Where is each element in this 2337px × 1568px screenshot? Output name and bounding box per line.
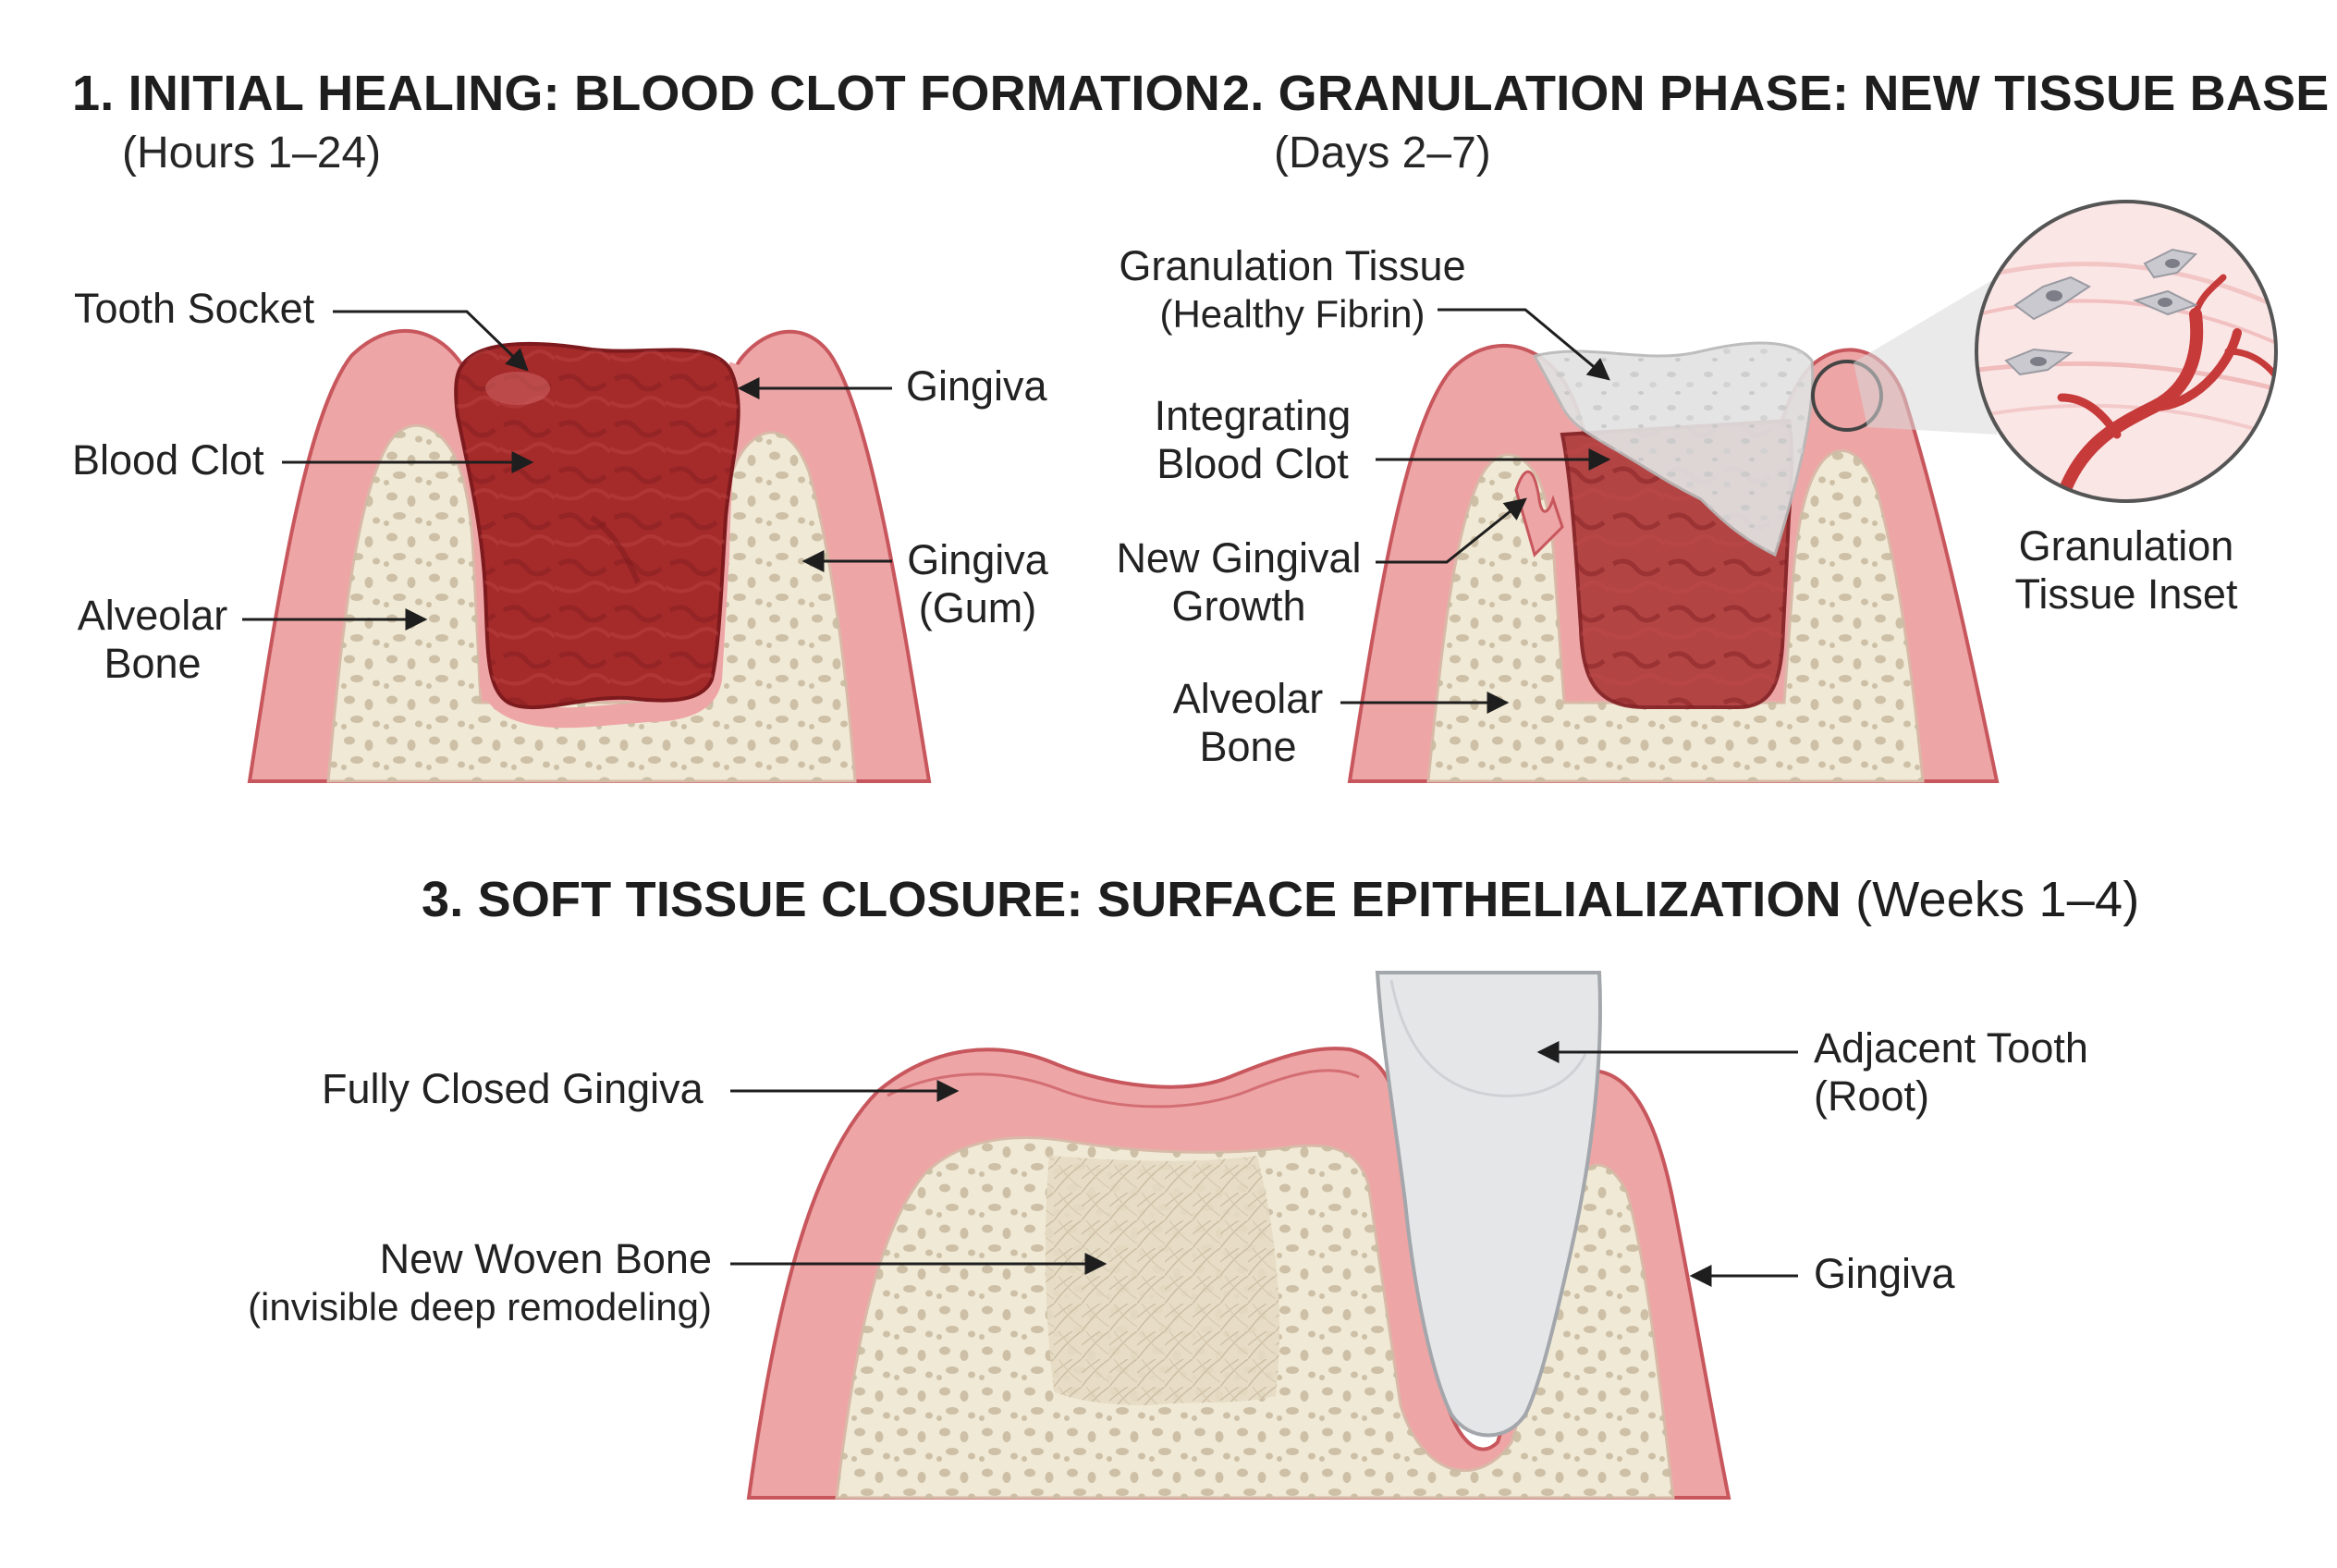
label-gingiva-gum-line2: (Gum): [918, 584, 1037, 631]
label-tooth-socket: Tooth Socket: [74, 285, 315, 332]
label-fully-closed-gingiva: Fully Closed Gingiva: [322, 1065, 704, 1112]
panel3-title: 3. SOFT TISSUE CLOSURE: SURFACE EPITHELI…: [422, 871, 2139, 928]
label-new-woven-bone: New Woven Bone (invisible deep remodelin…: [231, 1235, 712, 1331]
panel3-illustration: [746, 971, 1731, 1500]
panel1-subtitle: (Hours 1–24): [122, 129, 382, 178]
label-integrating-clot: Integrating Blood Clot: [1137, 392, 1368, 488]
label-new-gingival: New Gingival Growth: [1109, 534, 1368, 631]
label-granulation-line2: (Healthy Fibrin): [1159, 292, 1425, 336]
label-alveolar-bone-1-line1: Alveolar: [77, 592, 228, 639]
label-woven-bone-line2: (invisible deep remodeling): [248, 1285, 712, 1329]
panel1-illustration: [247, 328, 932, 783]
label-granulation-line1: Granulation Tissue: [1119, 242, 1466, 289]
label-gingiva-3: Gingiva: [1814, 1250, 1955, 1297]
panel3-adjacent-tooth: [1375, 971, 1602, 1438]
panel2-title: 2. GRANULATION PHASE: NEW TISSUE BASE: [1222, 66, 2330, 121]
panel1-title: 1. INITIAL HEALING: BLOOD CLOT FORMATION: [72, 66, 1220, 121]
label-blood-clot: Blood Clot: [72, 436, 264, 484]
panel2-new-gingival-growth: [1514, 470, 1564, 557]
label-integrating-line1: Integrating: [1154, 392, 1352, 439]
arrow-tooth-socket: [333, 310, 529, 372]
granulation-inset: [1975, 200, 2278, 503]
label-inset-line1: Granulation: [2018, 522, 2234, 570]
label-gingiva-gum-line1: Gingiva: [907, 536, 1048, 583]
label-integrating-line2: Blood Clot: [1156, 440, 1349, 487]
label-gingiva-gum: Gingiva (Gum): [901, 536, 1054, 632]
label-granulation-tissue: Granulation Tissue (Healthy Fibrin): [1107, 242, 1477, 338]
label-alveolar-bone-2: Alveolar Bone: [1160, 675, 1336, 771]
label-adjacent-tooth: Adjacent Tooth (Root): [1814, 1024, 2088, 1121]
label-adjacent-tooth-line2: (Root): [1814, 1072, 1930, 1120]
panel3-title-bold: 3. SOFT TISSUE CLOSURE: SURFACE EPITHELI…: [422, 872, 1841, 927]
label-new-gingival-line2: Growth: [1171, 582, 1306, 630]
label-new-gingival-line1: New Gingival: [1116, 534, 1362, 582]
arrow-granulation: [1438, 308, 1610, 381]
label-gingiva-1: Gingiva: [906, 362, 1047, 410]
label-woven-bone-line1: New Woven Bone: [379, 1235, 712, 1282]
label-alveolar-bone-2-line1: Alveolar: [1172, 675, 1324, 722]
label-alveolar-bone-1-line2: Bone: [104, 640, 202, 687]
leader-lines: [242, 308, 1798, 1287]
label-alveolar-bone-1: Alveolar Bone: [65, 592, 240, 688]
arrow-new-gingival: [1376, 497, 1527, 564]
label-alveolar-bone-2-line2: Bone: [1199, 723, 1297, 770]
label-inset-line2: Tissue Inset: [2014, 570, 2238, 618]
label-adjacent-tooth-line1: Adjacent Tooth: [1814, 1024, 2088, 1072]
panel3-title-time: (Weeks 1–4): [1841, 872, 2140, 927]
panel2-subtitle: (Days 2–7): [1274, 129, 1491, 178]
panel2-illustration: [1347, 200, 2278, 783]
label-granulation-inset: Granulation Tissue Inset: [1997, 522, 2256, 619]
